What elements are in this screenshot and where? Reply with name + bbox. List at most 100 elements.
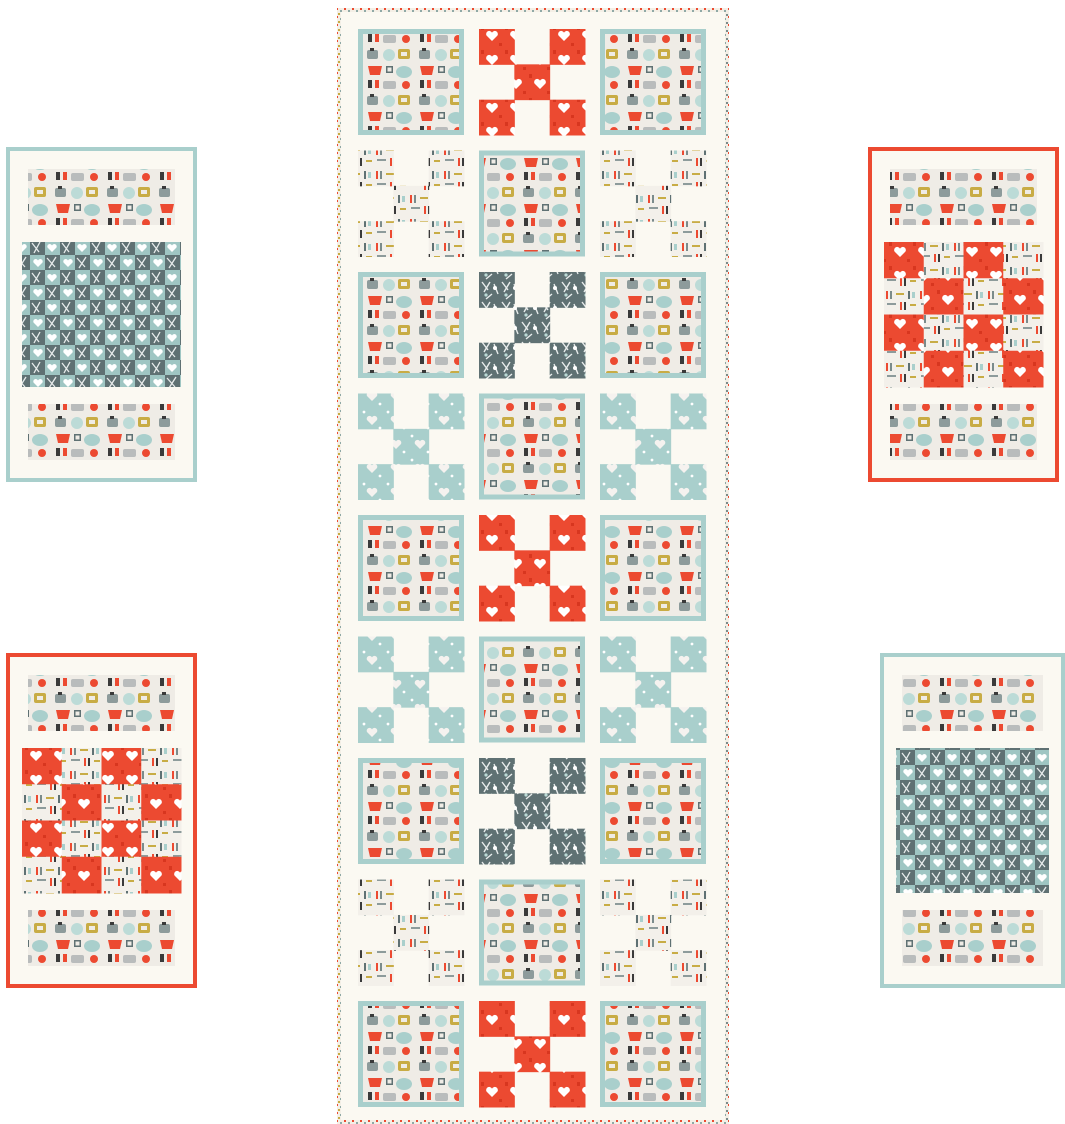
patch-square <box>550 100 586 136</box>
block-print <box>605 277 701 373</box>
placemat-check-square <box>62 784 102 821</box>
table-runner <box>337 8 729 1124</box>
block-print <box>484 885 580 981</box>
patch-square <box>358 151 394 187</box>
placemat-top-strip <box>902 675 1043 731</box>
patch-square <box>479 100 515 136</box>
placemat-red-right <box>868 147 1059 482</box>
patch-square <box>479 515 515 551</box>
placemat-check-square <box>884 278 924 315</box>
block-print <box>484 156 580 252</box>
block-print <box>363 1006 459 1102</box>
placemat-check-square <box>102 821 142 858</box>
placemat-check-square <box>884 315 924 352</box>
placemat-check-square <box>964 351 1004 388</box>
patch-square <box>479 829 515 865</box>
patch-square <box>671 151 707 187</box>
placemat-check-square <box>62 748 102 785</box>
patch-square <box>550 1072 586 1108</box>
placemat-check-square <box>141 784 181 821</box>
placemat-check-square <box>62 857 102 894</box>
patch-square <box>429 221 465 257</box>
block-print <box>605 34 701 130</box>
patch-square <box>514 64 550 100</box>
patch-square <box>550 829 586 865</box>
patch-square <box>393 429 429 465</box>
patch-square <box>358 707 394 743</box>
placemat-check-square <box>1003 315 1043 352</box>
placemat-check-square <box>884 242 924 279</box>
patch-square <box>514 793 550 829</box>
placemat-check-square <box>964 242 1004 279</box>
patch-square <box>600 950 636 986</box>
placemat-check-square <box>141 748 181 785</box>
patch-square <box>358 464 394 500</box>
placemat-check-square <box>924 315 964 352</box>
runner-block <box>600 1001 706 1107</box>
placemat-top-strip <box>28 675 175 731</box>
placemat-bottom-strip <box>902 910 1043 966</box>
placemat-check-square <box>22 784 62 821</box>
patch-square <box>600 394 636 430</box>
block-print <box>605 763 701 859</box>
patch-square <box>600 880 636 916</box>
patch-square <box>429 394 465 430</box>
placemat-check-square <box>924 242 964 279</box>
patch-square <box>635 429 671 465</box>
placemat-check-square <box>964 315 1004 352</box>
placemat-top-strip <box>890 169 1037 225</box>
placemat-bottom-strip <box>28 910 175 966</box>
runner-block <box>479 151 585 257</box>
placemat-red-left <box>6 653 197 988</box>
placemat-top-strip <box>28 169 175 225</box>
patch-square <box>671 637 707 673</box>
patch-square <box>635 915 671 951</box>
placemat-check-square <box>1003 278 1043 315</box>
patch-square <box>635 186 671 222</box>
placemat-bottom-strip <box>28 404 175 460</box>
patch-square <box>671 394 707 430</box>
placemat-check-square <box>1003 351 1043 388</box>
patch-square <box>671 464 707 500</box>
patch-square <box>479 586 515 622</box>
placemat-check-square <box>102 784 142 821</box>
patch-square <box>514 1036 550 1072</box>
runner-block <box>358 758 464 864</box>
patch-square <box>600 464 636 500</box>
placemat-check-square <box>1003 242 1043 279</box>
placemat-check-square <box>924 278 964 315</box>
placemat-check-square <box>22 857 62 894</box>
patch-square <box>671 707 707 743</box>
patch-square <box>429 151 465 187</box>
patch-square <box>635 672 671 708</box>
patch-square <box>429 950 465 986</box>
patch-square <box>479 1001 515 1037</box>
patch-square <box>358 637 394 673</box>
placemat-check-square <box>22 748 62 785</box>
placemat-aqua-right <box>880 653 1065 988</box>
runner-block <box>479 637 585 743</box>
placemat-check-square <box>141 821 181 858</box>
block-print <box>605 1006 701 1102</box>
patch-square <box>550 343 586 379</box>
patch-square <box>671 950 707 986</box>
patch-square <box>550 29 586 65</box>
patch-square <box>600 637 636 673</box>
patch-square <box>479 29 515 65</box>
runner-block <box>600 515 706 621</box>
runner-block <box>358 29 464 135</box>
placemat-check-square <box>102 748 142 785</box>
patch-square <box>671 880 707 916</box>
block-print <box>363 520 459 616</box>
placemat-center-panel <box>22 242 181 387</box>
patch-square <box>393 915 429 951</box>
runner-block <box>358 1001 464 1107</box>
block-print <box>605 520 701 616</box>
patch-square <box>600 707 636 743</box>
patch-square <box>358 880 394 916</box>
placemat-check-square <box>884 351 924 388</box>
patch-square <box>358 394 394 430</box>
patch-square <box>429 464 465 500</box>
patch-square <box>429 880 465 916</box>
